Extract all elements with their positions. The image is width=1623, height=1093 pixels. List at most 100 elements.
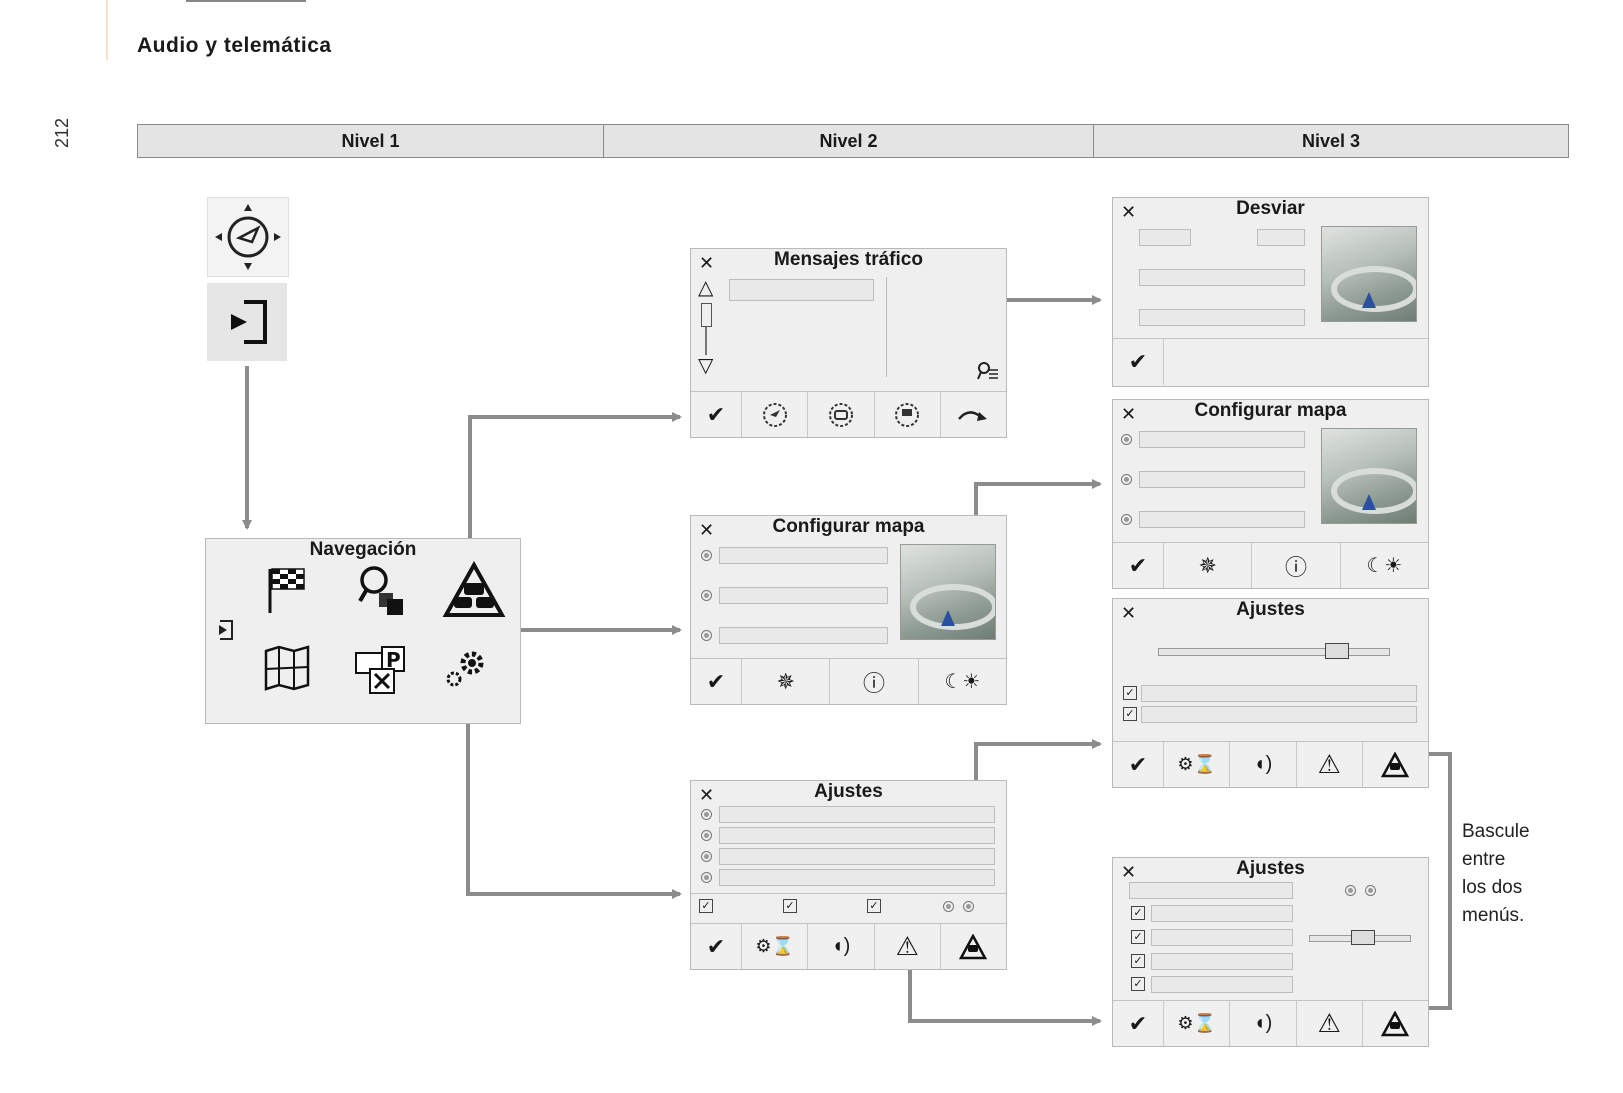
nav-target-button[interactable] (742, 392, 809, 437)
checkbox-1[interactable]: ✓ (1123, 686, 1137, 700)
back-icon[interactable] (212, 618, 236, 642)
radio-option-3[interactable] (1121, 514, 1132, 525)
map-preview-image (1321, 428, 1417, 524)
confirm-button[interactable]: ✔ (691, 392, 742, 437)
compass-button[interactable]: ✵ (742, 659, 831, 704)
radio-option-1[interactable] (1121, 434, 1132, 445)
route-settings-button[interactable]: ⚙⌛ (1164, 742, 1231, 787)
close-icon[interactable]: ✕ (1121, 202, 1137, 222)
destination-button[interactable] (875, 392, 941, 437)
day-night-button[interactable]: ☾☀ (919, 659, 1006, 704)
voice-button[interactable]: ◖) (808, 924, 875, 969)
confirm-button[interactable]: ✔ (1113, 339, 1164, 385)
checkbox-3[interactable]: ✓ (867, 899, 881, 913)
traffic-settings-button[interactable] (941, 924, 1006, 969)
close-icon[interactable]: ✕ (1121, 603, 1137, 623)
caption-line-2: entre (1462, 849, 1506, 870)
checkbox-2[interactable]: ✓ (783, 899, 797, 913)
balance-slider-thumb[interactable] (1351, 930, 1375, 945)
scroll-down-icon[interactable]: ▽ (698, 355, 714, 377)
checkbox-2[interactable]: ✓ (1123, 707, 1137, 721)
checkbox-2[interactable]: ✓ (1131, 930, 1145, 944)
close-icon[interactable]: ✕ (699, 520, 715, 540)
detour-button[interactable] (941, 392, 1006, 437)
alerts-button[interactable]: ⚠ (1297, 1001, 1363, 1046)
close-icon[interactable]: ✕ (1121, 404, 1137, 424)
enter-menu-button[interactable] (207, 283, 287, 361)
traffic-car-button[interactable] (808, 392, 875, 437)
confirm-button[interactable]: ✔ (1113, 742, 1164, 787)
alerts-button[interactable]: ⚠ (1297, 742, 1363, 787)
route-settings-button[interactable]: ⚙⌛ (1164, 1001, 1231, 1046)
configurar-title-l3: Configurar mapa (1194, 400, 1347, 421)
scroll-thumb[interactable] (701, 303, 712, 327)
radio-setting-3[interactable] (701, 851, 712, 862)
settings-gear-icon[interactable] (442, 643, 492, 693)
info-button[interactable]: ⓘ (1252, 543, 1341, 588)
ajustes-panel-l3-a: ✕ Ajustes ✓ ✓ ✔ ⚙⌛ ◖) ⚠ (1112, 598, 1429, 788)
destination-flag-icon[interactable] (266, 565, 310, 615)
confirm-button[interactable]: ✔ (1113, 543, 1164, 588)
volume-slider-thumb[interactable] (1325, 643, 1349, 659)
divider (691, 893, 1006, 894)
option-field-3 (719, 627, 888, 644)
confirm-button[interactable]: ✔ (1113, 1001, 1164, 1046)
poi-categories-icon[interactable]: P (352, 643, 410, 697)
confirm-button[interactable]: ✔ (691, 659, 742, 704)
scroll-up-icon[interactable]: △ (698, 277, 714, 299)
radio-setting-4[interactable] (701, 872, 712, 883)
voice-icon: ◖) (1253, 1012, 1273, 1034)
radio-toggle-2[interactable] (963, 901, 974, 912)
search-poi-icon[interactable] (357, 563, 407, 617)
navegacion-panel: Navegación P (205, 538, 521, 724)
route-settings-button[interactable]: ⚙⌛ (742, 924, 809, 969)
mensajes-trafico-panel: ✕ Mensajes tráfico △ ▽ ✔ (690, 248, 1007, 438)
nav-target-icon (762, 402, 787, 427)
arrow-settings-to-ajustes (466, 700, 682, 899)
radio-setting-1[interactable] (701, 809, 712, 820)
checkbox-1[interactable]: ✓ (1131, 906, 1145, 920)
info-icon: ⓘ (1284, 554, 1307, 580)
level-2-header: Nivel 2 (604, 125, 1094, 157)
confirm-button[interactable]: ✔ (691, 924, 742, 969)
info-button[interactable]: ⓘ (830, 659, 919, 704)
radio-setting-2[interactable] (701, 830, 712, 841)
ajustes-panel-l3-b: ✕ Ajustes ✓ ✓ ✓ ✓ ✔ ⚙⌛ ◖) ⚠ (1112, 857, 1429, 1047)
radio-option-1[interactable] (701, 550, 712, 561)
checkbox-3[interactable]: ✓ (1131, 954, 1145, 968)
checkbox-1[interactable]: ✓ (699, 899, 713, 913)
map-preview-image (900, 544, 996, 640)
desviar-title: Desviar (1236, 198, 1305, 219)
volume-slider-track[interactable] (1158, 648, 1390, 656)
arrow-traffic-to-mensajes (468, 412, 682, 555)
alerts-button[interactable]: ⚠ (875, 924, 941, 969)
message-list-field (729, 279, 874, 301)
map-icon[interactable] (262, 643, 312, 693)
close-icon[interactable]: ✕ (699, 785, 715, 805)
compass-icon: ✵ (776, 668, 795, 694)
warning-icon: ⚠ (1317, 1008, 1341, 1038)
radio-option-2[interactable] (701, 590, 712, 601)
checkbox-field-4 (1151, 976, 1293, 993)
traffic-settings-button[interactable] (1363, 742, 1428, 787)
radio-option-2[interactable] (1121, 474, 1132, 485)
voice-button[interactable]: ◖) (1230, 1001, 1297, 1046)
day-night-button[interactable]: ☾☀ (1341, 543, 1428, 588)
traffic-icon[interactable] (442, 561, 506, 619)
close-icon[interactable]: ✕ (699, 253, 715, 273)
traffic-settings-button[interactable] (1363, 1001, 1428, 1046)
checkbox-4[interactable]: ✓ (1131, 977, 1145, 991)
voice-icon: ◖) (1253, 753, 1273, 775)
compass-button[interactable]: ✵ (1164, 543, 1253, 588)
radio-option-3[interactable] (701, 630, 712, 641)
search-list-icon[interactable] (977, 361, 999, 381)
radio-toggle-2[interactable] (1365, 885, 1376, 896)
radio-toggle-1[interactable] (1345, 885, 1356, 896)
radio-toggle-1[interactable] (943, 901, 954, 912)
option-field-1 (1139, 431, 1305, 448)
detour-map-preview (1321, 226, 1417, 322)
close-icon[interactable]: ✕ (1121, 862, 1137, 882)
voice-button[interactable]: ◖) (1230, 742, 1297, 787)
nav-dial-button[interactable] (207, 197, 289, 277)
caption-line-3: los dos (1462, 877, 1523, 898)
